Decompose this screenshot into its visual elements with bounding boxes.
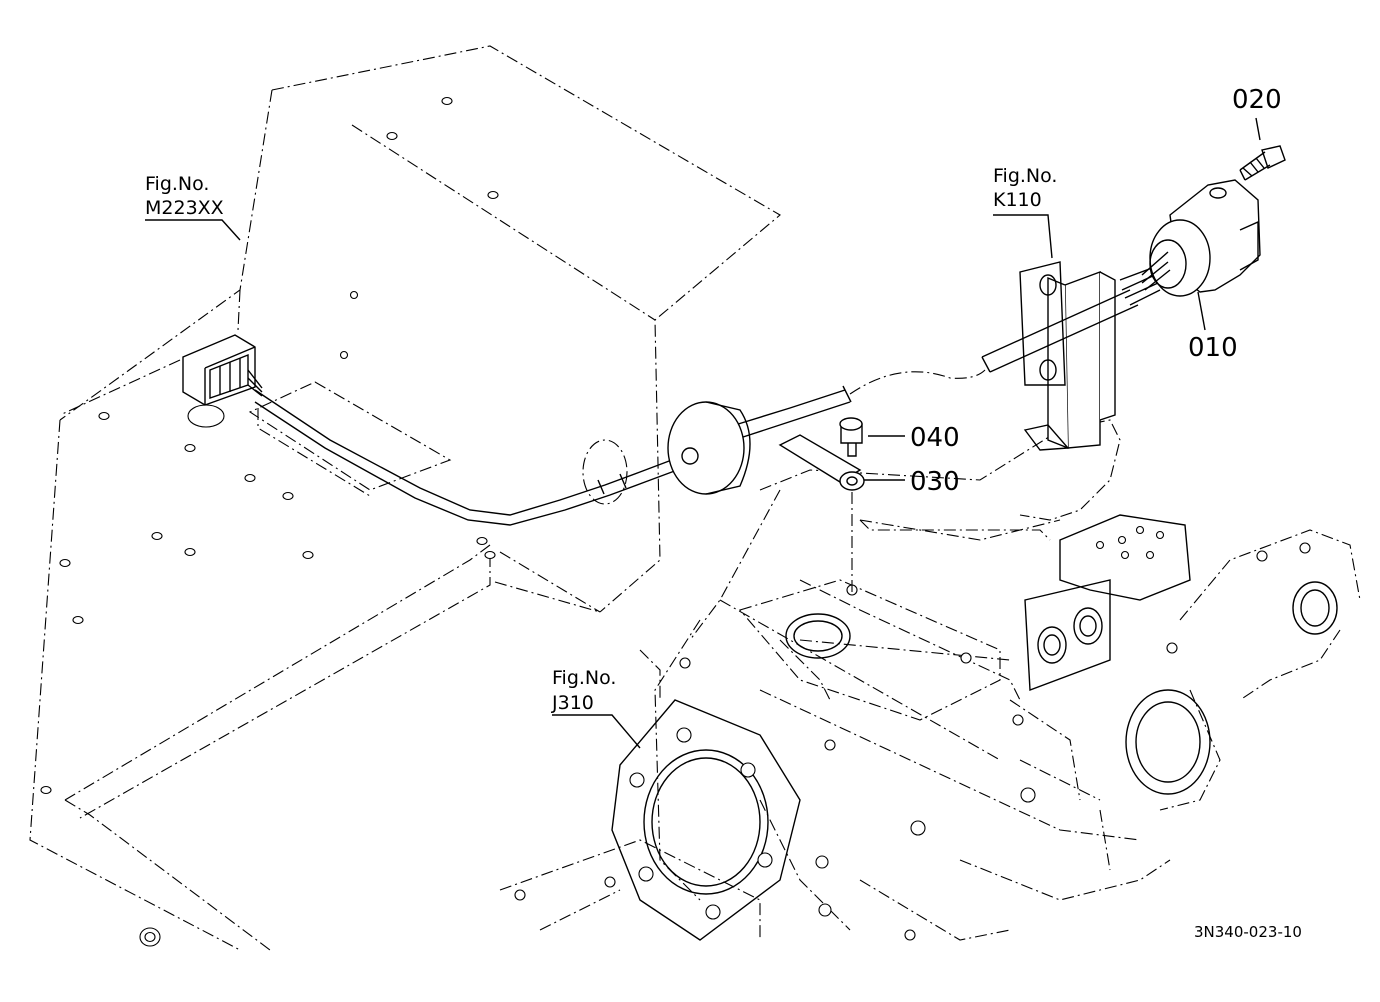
floor-panel-holes (40, 96, 499, 947)
leader-lines (145, 117, 1261, 749)
ref-label-m223[interactable]: Fig.No. M223XX (145, 173, 224, 219)
part-label-030[interactable]: 030 (910, 467, 960, 497)
part-label-040[interactable]: 040 (910, 423, 960, 453)
part-label-010[interactable]: 010 (1188, 333, 1238, 363)
floor-panel-outline (29, 45, 781, 951)
ref-label-line2: M223XX (145, 197, 224, 219)
screw-icon (1239, 145, 1286, 181)
drawing-code: 3N340-023-10 (1194, 923, 1302, 941)
ref-label-line1: Fig.No. (552, 667, 616, 689)
part-label-020[interactable]: 020 (1232, 85, 1282, 115)
transmission-housing (499, 419, 1361, 941)
ref-label-line1: Fig.No. (993, 165, 1057, 187)
washer-icon (778, 434, 865, 595)
bolt-icon (839, 417, 863, 457)
ref-label-line2: K110 (993, 189, 1042, 211)
ref-label-j310[interactable]: Fig.No. J310 (551, 667, 616, 714)
sensor-icon (1141, 179, 1261, 297)
ref-label-line1: Fig.No. (145, 173, 209, 195)
grommet-icon (582, 401, 751, 505)
ref-label-k110[interactable]: Fig.No. K110 (993, 165, 1057, 211)
ref-label-line2: J310 (551, 692, 594, 714)
wire-harness (254, 267, 1161, 526)
connector-icon (182, 334, 263, 406)
